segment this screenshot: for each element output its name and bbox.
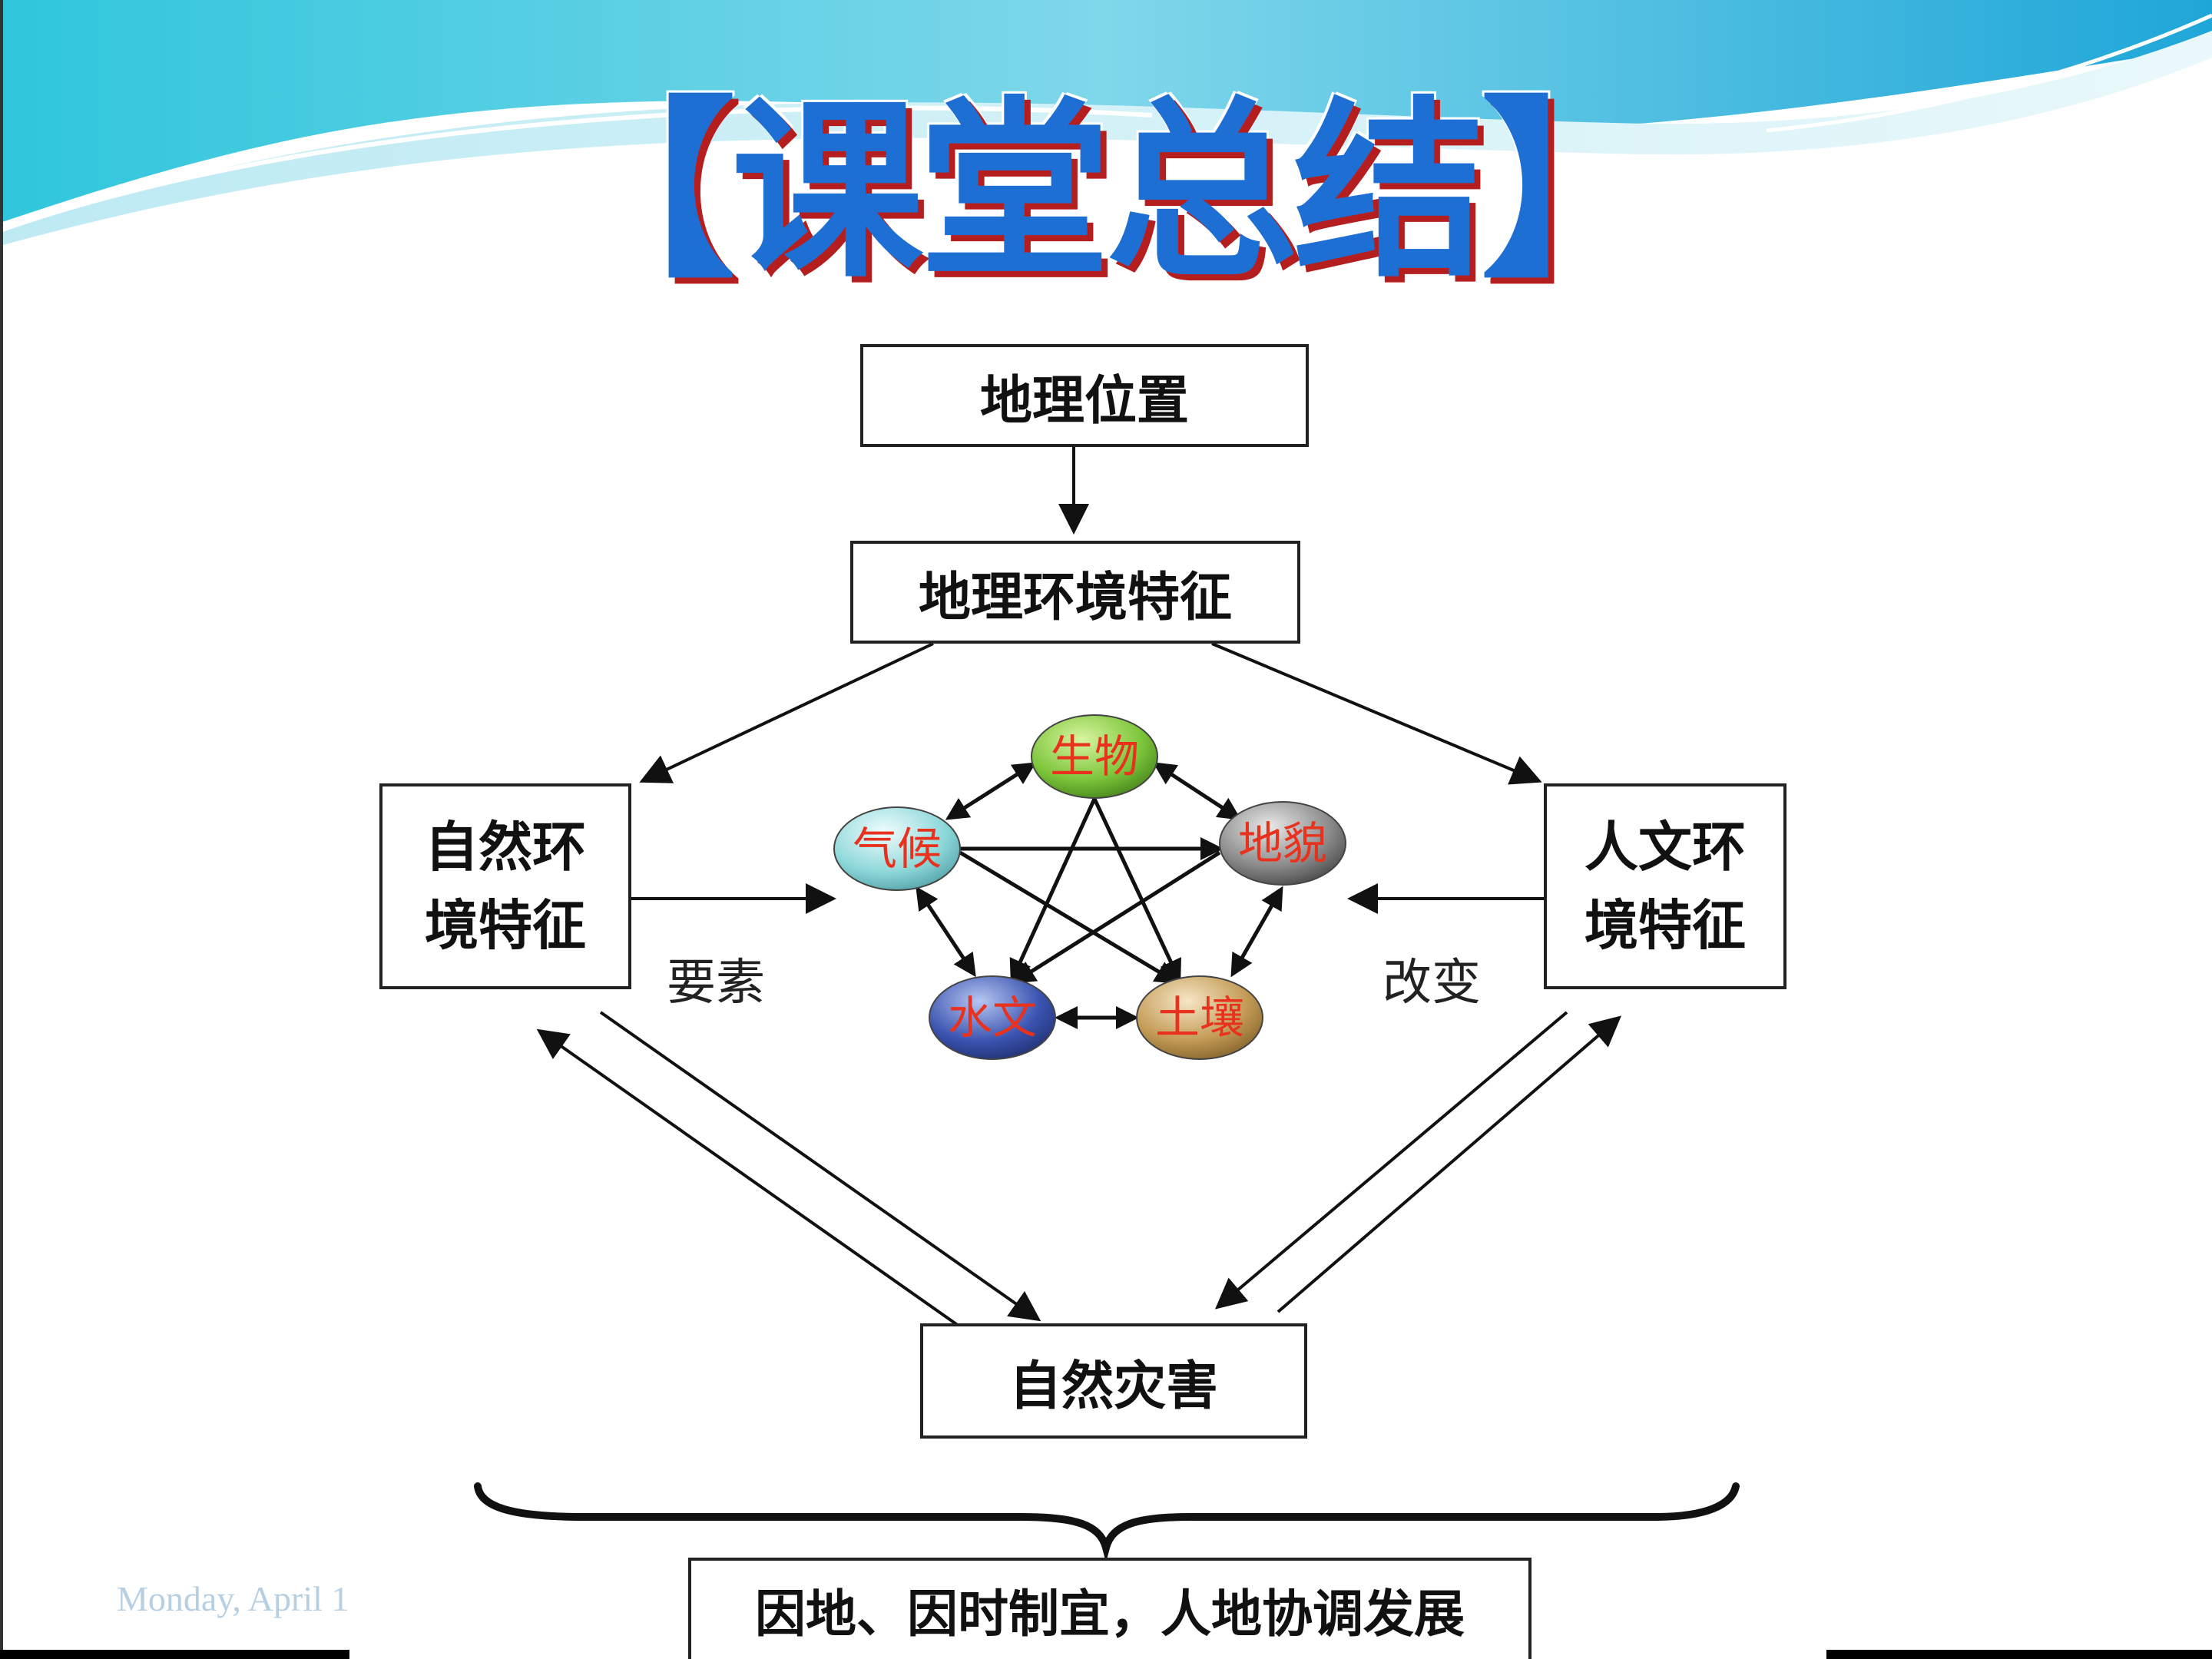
arrow-hazard-to-natural xyxy=(536,1028,960,1327)
link-biology-landform xyxy=(1152,762,1242,820)
node-soil-label: 土壤 xyxy=(1155,992,1244,1044)
node-soil: 土壤 xyxy=(1136,975,1263,1060)
arrow-natural-to-hazard xyxy=(599,1011,1041,1322)
box-natural-environment-line2: 境特征 xyxy=(425,893,586,957)
box-geographic-environment: 地理环境特征 xyxy=(850,541,1300,644)
node-climate: 气候 xyxy=(833,806,961,891)
box-geographic-location-text: 地理位置 xyxy=(979,369,1189,432)
box-conclusion-text: 因地、因时制宜，人地协调发展 xyxy=(755,1584,1465,1644)
arrow-human-to-hazard xyxy=(1214,1011,1568,1310)
node-biology: 生物 xyxy=(1031,714,1158,799)
box-natural-environment: 自然环 境特征 xyxy=(379,783,631,989)
link-biology-soil xyxy=(1092,797,1181,983)
node-landform-label: 地貌 xyxy=(1238,817,1327,869)
node-landform: 地貌 xyxy=(1219,801,1346,886)
slide-title: 【课堂总结】 xyxy=(544,80,1673,303)
box-conclusion: 因地、因时制宜，人地协调发展 xyxy=(688,1558,1532,1659)
box-geographic-environment-text: 地理环境特征 xyxy=(918,566,1232,628)
link-biology-hydrology xyxy=(1009,797,1097,983)
link-landform-hydrology xyxy=(1012,850,1221,984)
box-human-environment-line1: 人文环 xyxy=(1584,815,1746,879)
arrow-environment-to-natural xyxy=(639,642,934,783)
node-climate-label: 气候 xyxy=(853,823,942,875)
box-natural-environment-line1: 自然环 xyxy=(425,815,586,879)
label-change: 改变 xyxy=(1382,955,1481,1012)
header-wave-decoration xyxy=(0,0,2212,246)
box-human-environment: 人文环 境特征 xyxy=(1544,783,1786,989)
box-human-environment-line2: 境特征 xyxy=(1584,893,1746,957)
node-hydrology-label: 水文 xyxy=(948,992,1037,1044)
footer-date: Monday, April 1 xyxy=(117,1579,347,1618)
box-natural-hazard: 自然灾害 xyxy=(920,1323,1307,1439)
link-biology-climate xyxy=(945,762,1037,820)
left-border xyxy=(0,0,3,1659)
bottom-edge-right xyxy=(1826,1650,2212,1659)
arrow-hazard-to-human xyxy=(1277,1015,1622,1313)
node-biology-label: 生物 xyxy=(1050,730,1139,783)
link-climate-soil xyxy=(959,850,1179,984)
arrow-environment-to-human xyxy=(1211,642,1542,785)
link-climate-hydrology xyxy=(916,886,976,978)
curly-brace xyxy=(474,1482,1740,1563)
label-elements: 要素 xyxy=(667,955,765,1012)
bottom-edge-left xyxy=(0,1650,349,1659)
box-natural-hazard-text: 自然灾害 xyxy=(1008,1355,1218,1417)
box-geographic-location: 地理位置 xyxy=(860,344,1309,447)
node-hydrology: 水文 xyxy=(929,975,1056,1060)
link-landform-soil xyxy=(1230,886,1283,978)
